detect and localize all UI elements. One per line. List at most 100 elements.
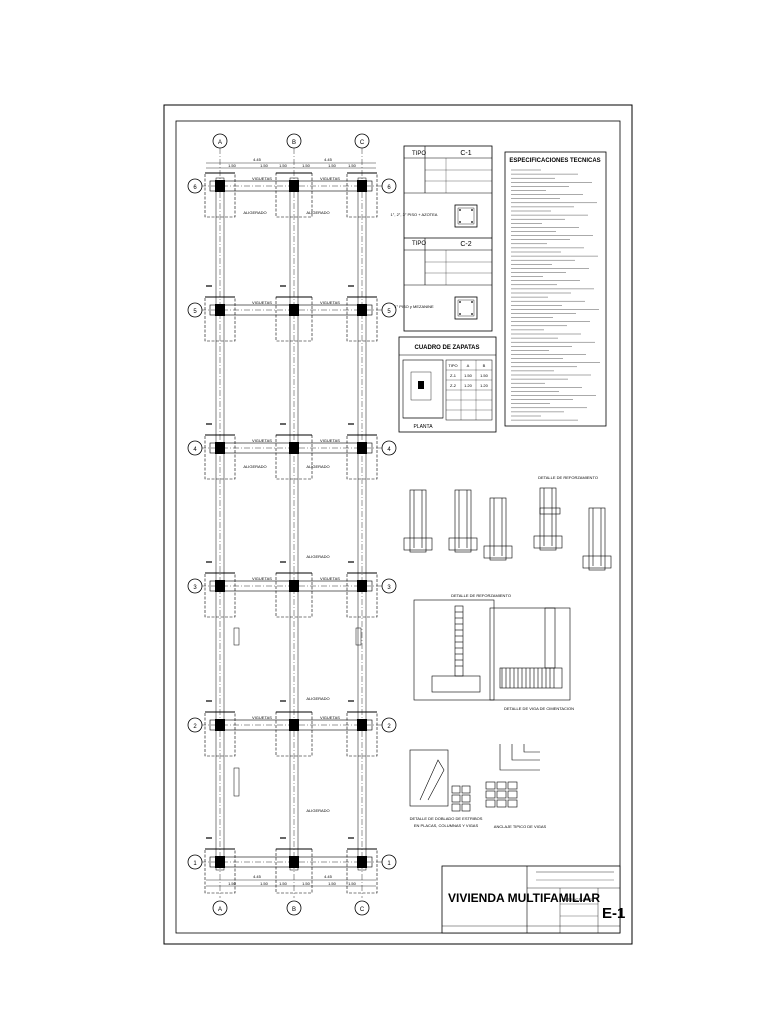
stirrup-example: [507, 790, 518, 799]
axis-bubble: [381, 302, 397, 318]
stirrup-example: [496, 799, 507, 808]
footing-col-b: B: [483, 363, 486, 368]
detail-stirrups-title-1: DETALLE DE DOBLADO DE ESTRIBOS: [410, 816, 483, 821]
slab-note: ALIGERADO: [306, 696, 329, 701]
stirrup-example: [451, 794, 461, 803]
column-section: [357, 180, 367, 192]
detail-beam-foundation-title: DETALLE DE VIGA DE CIMENTACION: [504, 706, 574, 711]
beam-detail-frame: [489, 607, 571, 701]
axis-label-A: A: [218, 140, 222, 146]
axis-label-2: 2: [387, 724, 391, 730]
sheet-number: E-1: [602, 905, 625, 922]
column-section: [357, 304, 367, 316]
sub-dimension: 1.50: [348, 163, 357, 168]
slab-label: VIGUETAS: [320, 438, 340, 443]
axis-bubble: [187, 578, 203, 594]
column-section: [357, 856, 367, 868]
column-detail: [489, 497, 507, 561]
footing-col-type: TIPO: [448, 363, 457, 368]
slab-detail: [539, 507, 561, 515]
sub-dimension: 1.50: [260, 163, 269, 168]
axis-label-3: 3: [193, 585, 197, 591]
axis-label-C: C: [360, 140, 365, 146]
axis-label-B: B: [292, 140, 296, 146]
axis-label-6: 6: [193, 185, 197, 191]
column-c2-name: C-2: [460, 241, 471, 248]
wall-segment: [233, 767, 240, 797]
slab-label: VIGUETAS: [252, 438, 272, 443]
slab-label: VIGUETAS: [320, 176, 340, 181]
specialty-label: ESTRUCTURAS: [562, 897, 592, 902]
column-section: [357, 719, 367, 731]
sub-dimension: 1.50: [348, 881, 357, 886]
axis-label-2: 2: [193, 724, 197, 730]
footing-z1-b: 1.50: [480, 373, 489, 378]
slab-label: VIGUETAS: [252, 576, 272, 581]
column-section: [215, 180, 225, 192]
technical-specifications: ESPECIFICACIONES TECNICAS: [504, 151, 607, 427]
column-section: [289, 856, 299, 868]
column-section: [289, 180, 299, 192]
sub-dimension: 1.50: [228, 163, 237, 168]
axis-bubble: [286, 133, 302, 149]
foundation-beam: [357, 177, 367, 871]
axis-label-B: B: [292, 907, 296, 913]
sub-dimension: 1.50: [328, 881, 337, 886]
column-section: [289, 719, 299, 731]
axis-label-6: 6: [387, 185, 391, 191]
axis-label-A: A: [218, 907, 222, 913]
footing-detail: [533, 535, 563, 549]
column-section: [357, 580, 367, 592]
column-detail: [588, 507, 606, 571]
axis-bubble: [187, 440, 203, 456]
construction-details: DETALLE DE REFORZAMIENTO DETALLE DE REFO…: [403, 475, 612, 829]
stirrup-example: [496, 781, 507, 790]
axis-bubble: [354, 133, 370, 149]
column-c1-floors: 1°, 2°, 3° PISO + AZOTEA: [391, 212, 438, 217]
stirrup-example: [485, 790, 496, 799]
axis-bubble: [187, 854, 203, 870]
slab-label: VIGUETAS: [252, 176, 272, 181]
beam-detail-beam: [499, 667, 563, 689]
axis-bubble: [212, 133, 228, 149]
column-table-header: TIPO: [412, 151, 426, 157]
footing-z2-type: Z-2: [450, 383, 457, 388]
stirrup-example: [496, 790, 507, 799]
footing-z1-type: Z-1: [450, 373, 457, 378]
column-schedule-table: TIPO TIPO C-1 C-2 1°, 2°, 3° PISO + AZOT…: [391, 145, 493, 332]
axis-bubble: [381, 440, 397, 456]
footing-detail: [448, 537, 478, 551]
inner-border: [175, 120, 621, 934]
reinforcement-column: [454, 605, 464, 677]
axis-bubble: [187, 178, 203, 194]
footing-schedule-table: CUADRO DE ZAPATAS PLANTA TIPO A B Z-1 1.…: [398, 336, 497, 433]
column-detail: [539, 487, 557, 551]
bay-dimension: 4.45: [253, 874, 262, 879]
sub-dimension: 1.50: [302, 881, 311, 886]
slab-note: ALIGERADO: [306, 808, 329, 813]
axis-label-1: 1: [387, 861, 391, 867]
slab-note: ALIGERADO: [243, 464, 266, 469]
specs-text-lines: [511, 169, 600, 421]
stirrup-example: [485, 781, 496, 790]
beam-anchor-bar: [499, 744, 540, 771]
slab-note: ALIGERADO: [306, 464, 329, 469]
stirrup-example: [507, 799, 518, 808]
title-block: VIVIENDA MULTIFAMILIAR ESTRUCTURAS E-1: [441, 865, 625, 934]
beam-detail-column: [544, 607, 556, 669]
axis-label-1: 1: [193, 861, 197, 867]
stirrup-example: [451, 803, 461, 812]
axis-bubble: [354, 900, 370, 916]
column-detail: [454, 489, 472, 553]
column-c1-name: C-1: [460, 150, 471, 157]
detail-stirrups-title-2: EN PLACAS, COLUMNAS Y VIGAS: [414, 823, 479, 828]
column-section: [357, 442, 367, 454]
axis-label-5: 5: [387, 309, 391, 315]
axis-label-3: 3: [387, 585, 391, 591]
axis-bubble: [212, 900, 228, 916]
column-section: [215, 442, 225, 454]
axis-bubble: [381, 854, 397, 870]
project-title: VIVIENDA MULTIFAMILIAR: [448, 891, 600, 905]
